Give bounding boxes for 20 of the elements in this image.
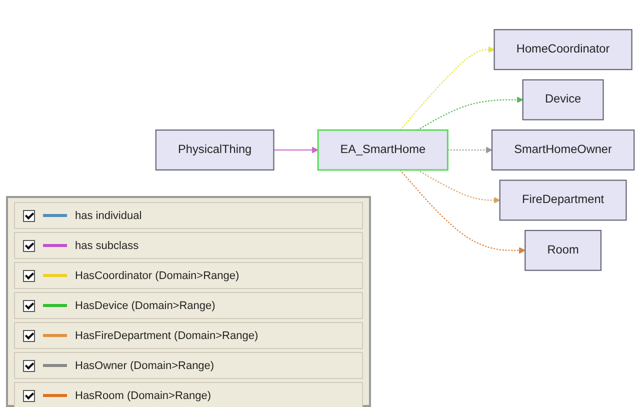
legend-label: HasOwner (Domain>Range)	[75, 360, 214, 372]
node-box: Room	[524, 230, 602, 271]
legend-label: has individual	[75, 210, 142, 222]
node-box: Device	[522, 79, 604, 120]
node-box: SmartHomeOwner	[491, 130, 635, 170]
node-box: PhysicalThing	[155, 130, 274, 170]
arrow	[448, 146, 492, 154]
legend-label: HasRoom (Domain>Range)	[75, 390, 212, 402]
arrow	[417, 169, 500, 204]
arrow	[417, 96, 524, 131]
arrow	[400, 46, 495, 130]
legend-label: has subclass	[75, 240, 139, 252]
arrow	[400, 170, 526, 254]
legend-label: HasCoordinator (Domain>Range)	[75, 270, 240, 282]
node-box: HomeCoordinator	[494, 29, 632, 70]
node-box: EA_SmartHome	[317, 129, 448, 171]
legend-label: HasDevice (Domain>Range)	[75, 300, 216, 312]
node-box: FireDepartment	[499, 180, 627, 221]
arrow	[274, 146, 318, 154]
legend-label: HasFireDepartment (Domain>Range)	[75, 330, 258, 342]
